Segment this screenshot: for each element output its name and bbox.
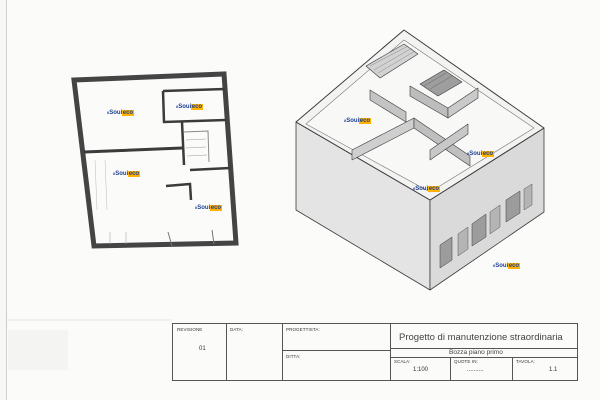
logo-main: Soui [415, 186, 429, 192]
revision-value: 01 [199, 346, 206, 352]
logo-main: Soui [109, 110, 123, 116]
date-cell: DATA: [227, 324, 283, 380]
quote-cell: QUOTE IN: .......... [451, 357, 513, 380]
plan-outer-wall [71, 71, 239, 249]
logo-prefix: il [113, 171, 116, 176]
iso-stair-block [365, 43, 419, 79]
designer-label: PROGETTISTA: [286, 327, 320, 332]
logo-prefix: il [467, 151, 470, 156]
plan-wall-small-room [162, 87, 226, 93]
iso-windows [439, 190, 521, 269]
plan-wall-corridor [180, 121, 186, 166]
company-logo: ilSouieco [195, 205, 222, 211]
logo-highlight: eco [210, 205, 222, 211]
divider [391, 357, 577, 358]
logo-main: Soui [115, 171, 129, 177]
date-label: DATA: [230, 327, 244, 332]
logo-prefix: il [107, 110, 110, 115]
page-corner-mark [8, 330, 68, 370]
logo-prefix: il [493, 263, 496, 268]
company-logo: ilSouieco [467, 151, 494, 157]
iso-wall-3 [429, 123, 469, 161]
company-logo: ilSouieco [493, 263, 520, 269]
quote-value: .......... [467, 367, 484, 373]
company-logo: ilSouieco [176, 104, 203, 110]
sheet-subtitle: Bozza piano primo [449, 349, 503, 356]
logo-highlight: eco [359, 118, 371, 124]
company-logo: ilSouieco [107, 110, 134, 116]
logo-prefix: il [413, 186, 416, 191]
scale-cell: SCALA: 1:100 [391, 357, 451, 380]
scale-label: SCALA: [394, 359, 411, 364]
project-area: Progetto di manutenzione straordinaria B… [391, 324, 577, 380]
logo-highlight: eco [428, 186, 440, 192]
company-logo: ilSouieco [113, 171, 140, 177]
project-title: Progetto di manutenzione straordinaria [399, 332, 563, 343]
logo-highlight: eco [122, 110, 134, 116]
plan-wall-short [165, 182, 193, 201]
revision-cell: REVISIONE 01 [173, 324, 227, 380]
logo-prefix: il [176, 104, 179, 109]
plan-stair-lines [94, 159, 108, 211]
designer-cell: PROGETTISTA: [283, 324, 391, 351]
iso-wall-6 [447, 87, 479, 119]
logo-highlight: eco [482, 151, 494, 157]
title-block: REVISIONE 01 DATA: PROGETTISTA: DITTA: P… [172, 323, 578, 381]
logo-prefix: il [344, 118, 347, 123]
table-value: 1.1 [549, 367, 558, 373]
plan-wall-horizontal [83, 146, 183, 154]
divider [391, 348, 577, 349]
quote-label: QUOTE IN: [454, 359, 478, 364]
revision-label: REVISIONE [177, 327, 203, 332]
logo-main: Soui [495, 263, 509, 269]
company-cell: DITTA: [283, 351, 391, 380]
company-logo: ilSouieco [413, 186, 440, 192]
logo-main: Soui [469, 151, 483, 157]
plan-wall-lower [189, 166, 231, 172]
logo-highlight: eco [128, 171, 140, 177]
isometric-view [295, 29, 545, 291]
table-cell: TAVOLA: 1.1 [513, 357, 577, 380]
iso-wall-4 [369, 89, 407, 123]
logo-main: Soui [197, 205, 211, 211]
logo-main: Soui [346, 118, 360, 124]
plan-door-hatch [183, 130, 210, 163]
company-logo: ilSouieco [344, 118, 371, 124]
logo-main: Soui [178, 104, 192, 110]
floor-plan [71, 71, 239, 249]
table-label: TAVOLA: [516, 359, 536, 364]
plan-wall-bath [161, 90, 227, 124]
company-label: DITTA: [286, 354, 301, 359]
scale-value: 1:100 [413, 367, 429, 373]
logo-highlight: eco [508, 263, 520, 269]
logo-highlight: eco [191, 104, 203, 110]
logo-prefix: il [195, 205, 198, 210]
